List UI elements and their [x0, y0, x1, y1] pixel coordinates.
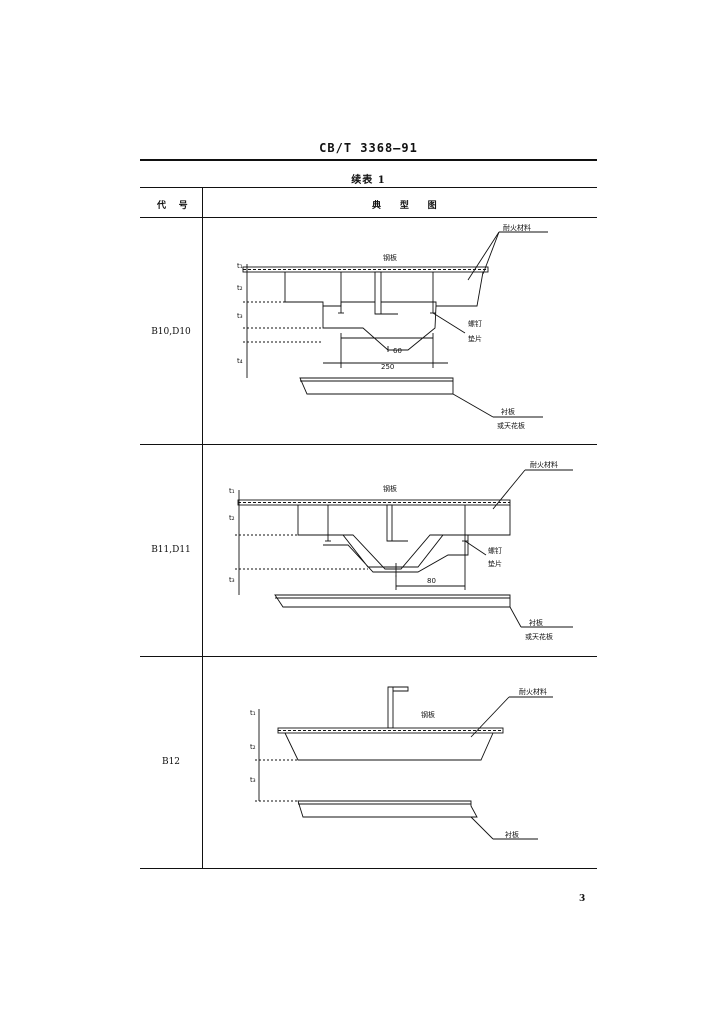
diagram-b11-d11: 钢板 耐火材料 螺钉 垫片 80 衬板 或天花板 t₁ t₂ t₃: [203, 445, 597, 656]
label-t4: t₄: [237, 357, 243, 365]
diagram-b10-d10: 钢板 耐火材料 螺钉 垫片 60 250 衬板 或天花板 t₁ t₂ t₃ t₄: [203, 218, 597, 444]
column-divider: [202, 187, 203, 868]
label-t3: t₃: [250, 776, 256, 784]
col-header-diagram: 典 型 图: [372, 201, 437, 211]
label-lining: 衬板: [505, 830, 519, 839]
label-ceiling: 或天花板: [497, 421, 525, 430]
label-fireproof: 耐火材料: [530, 460, 558, 469]
label-fireproof: 耐火材料: [503, 223, 531, 232]
row-1-rule: [140, 444, 597, 445]
label-t3: t₃: [237, 312, 243, 320]
label-ceiling: 或天花板: [525, 632, 553, 641]
label-lining: 衬板: [501, 407, 515, 416]
label-dim-inner: 60: [393, 347, 402, 355]
label-stud: 螺钉: [488, 546, 502, 555]
label-dim: 80: [427, 577, 436, 585]
label-lining: 衬板: [529, 618, 543, 627]
header-rule: [140, 159, 597, 161]
row-code: B12: [161, 757, 181, 767]
label-t2: t₂: [229, 514, 235, 522]
label-t1: t₁: [229, 487, 235, 495]
header-row-rule: [140, 217, 597, 218]
label-dim-outer: 250: [381, 363, 394, 371]
row-code: B10,D10: [151, 327, 191, 337]
diagram-b12: 钢板 耐火材料 衬板 t₁ t₂ t₃: [203, 657, 597, 868]
row-code: B11,D11: [151, 545, 191, 555]
label-steel-plate: 钢板: [383, 253, 397, 262]
table-bottom-rule: [140, 868, 597, 869]
label-steel-plate: 钢板: [383, 484, 397, 493]
table-top-rule: [140, 187, 597, 188]
col-header-code: 代 号: [157, 201, 188, 211]
standard-code: CB/T 3368—91: [319, 141, 418, 155]
label-steel-plate: 钢板: [421, 710, 435, 719]
label-fireproof: 耐火材料: [519, 687, 547, 696]
label-t1: t₁: [237, 262, 243, 270]
table-title: 续表 1: [351, 175, 386, 186]
label-t3: t₃: [229, 576, 235, 584]
page-number: 3: [579, 894, 586, 904]
label-stud: 螺钉: [468, 319, 482, 328]
label-washer: 垫片: [468, 334, 482, 343]
label-washer: 垫片: [488, 559, 502, 568]
label-t2: t₂: [237, 284, 243, 292]
label-t2: t₂: [250, 743, 256, 751]
row-2-rule: [140, 656, 597, 657]
label-t1: t₁: [250, 709, 256, 717]
